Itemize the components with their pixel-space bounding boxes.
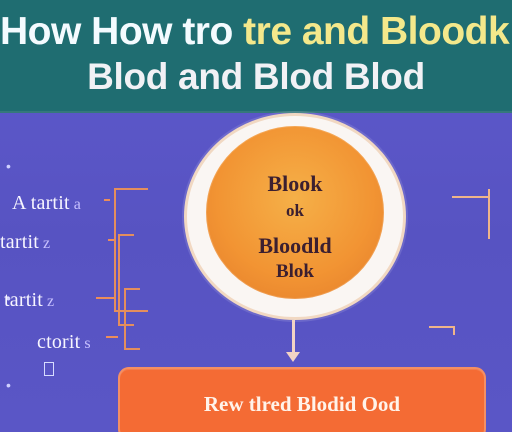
right-connector-line-1-vertical [488,189,490,239]
left-bracket-upper [114,188,148,312]
circle-line-1: Blook [267,171,323,196]
bracket-connector-1 [104,199,110,201]
bracket-connector-4 [106,336,118,338]
page-title-line-2: Blod and Blod Blod [87,56,425,97]
left-tick-mark-3: • [6,377,11,393]
left-label-4-tail: s [84,335,91,352]
center-circle-inner [206,126,384,299]
circle-line-2: ok [286,201,304,220]
left-tick-mark-1: • [6,158,11,174]
right-connector-line-2 [429,326,455,328]
page-title-line-1: How How tro tre and Bloodk H [0,10,512,54]
bracket-connector-2 [108,239,116,241]
right-connector-line-2-vertical [453,326,455,335]
left-label-3-tail: z [46,293,55,310]
primary-action-button[interactable] [118,367,486,432]
connector-line [292,320,295,358]
left-bracket-middle [118,234,134,326]
left-label-3-text: tartit [4,289,43,311]
left-label-4-text: ctorit [37,331,81,353]
left-label-1-text: A tartit [12,192,70,214]
bracket-connector-3 [96,297,114,299]
title-part-1: How How tro [0,10,233,53]
left-label-1-tail: a [73,196,82,213]
left-label-2-text: tartit [0,231,39,253]
circle-line-3: Bloodld [258,233,332,258]
down-arrow-icon [286,352,300,362]
square-icon [44,362,54,376]
primary-action-label: Rew tlred Blodid Ood [203,392,401,416]
left-tick-mark-2: • [6,290,11,306]
right-connector-line-1 [452,196,490,198]
circle-line-4: Blok [275,261,315,282]
header-banner: How How tro tre and Bloodk H Blod and Bl… [0,0,512,113]
title-part-2: tre and Bloodk H [243,10,512,53]
left-bracket-lower [124,288,140,350]
left-label-2-tail: z [42,235,51,252]
